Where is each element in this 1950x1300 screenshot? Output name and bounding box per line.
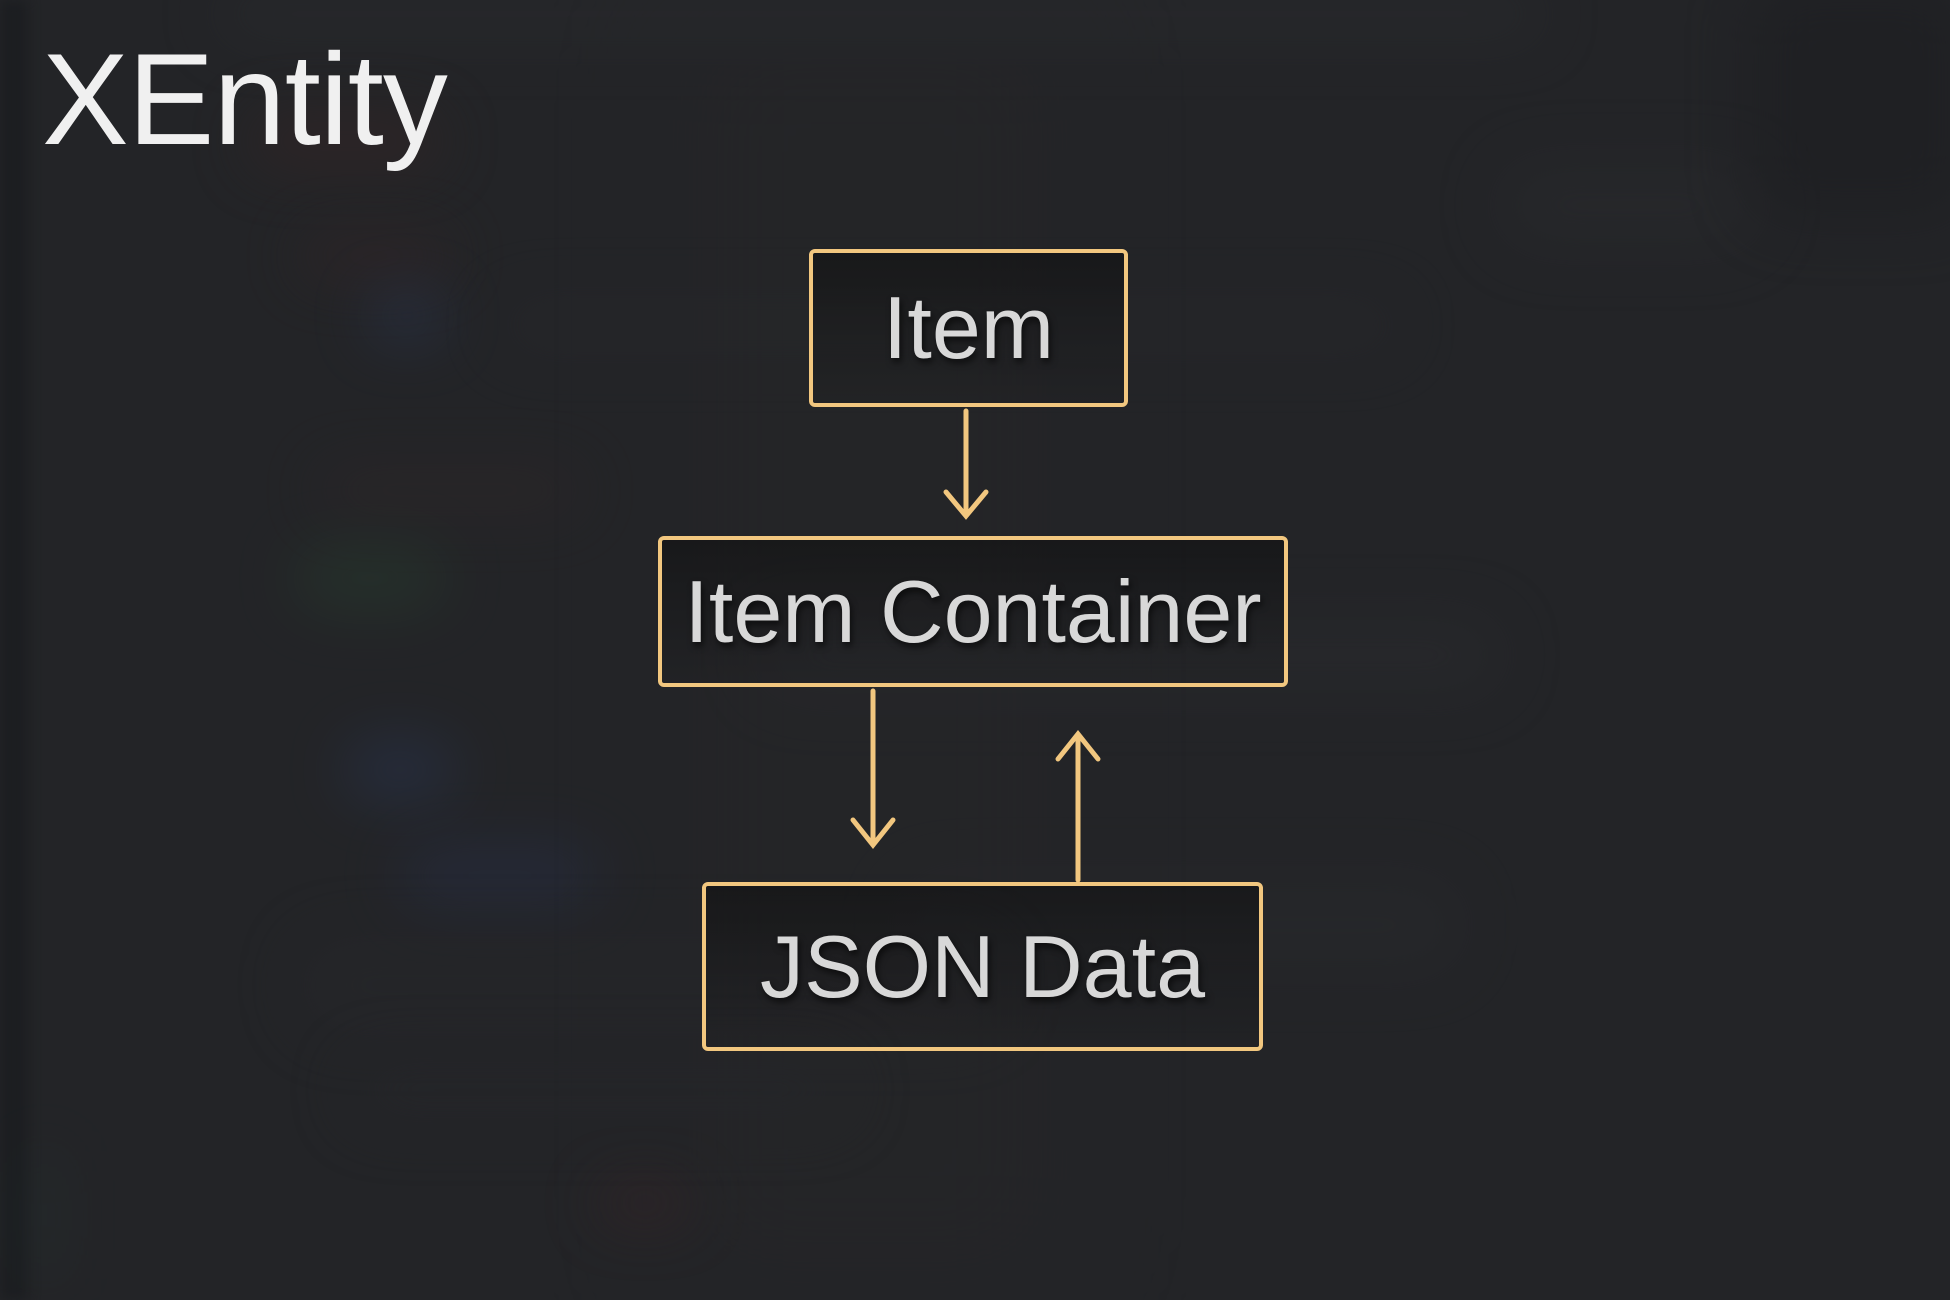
diagram-node-item-container: Item Container <box>658 536 1288 687</box>
diagram-node-item: Item <box>809 249 1128 407</box>
node-label: Item <box>882 278 1055 377</box>
backdrop-blob <box>320 470 580 510</box>
arrow-json-data-to-item-container <box>1055 729 1101 883</box>
node-label: JSON Data <box>759 916 1206 1016</box>
backdrop-blob <box>600 1190 690 1216</box>
backdrop-left-strip <box>0 0 28 1300</box>
arrow-item-container-to-json-data <box>850 688 896 850</box>
backdrop-blob <box>300 236 450 276</box>
node-label: Item Container <box>684 561 1262 661</box>
backdrop-blob <box>400 845 600 905</box>
page-title: XEntity <box>42 26 448 172</box>
backdrop-blob <box>345 742 455 797</box>
backdrop-blob <box>1500 165 1760 245</box>
backdrop-blob <box>295 548 445 608</box>
backdrop-blob <box>1750 0 1950 220</box>
diagram-node-json-data: JSON Data <box>702 882 1263 1051</box>
backdrop-blob <box>350 1060 850 1120</box>
backdrop-blob <box>36 1150 52 1280</box>
backdrop-blob <box>372 296 442 336</box>
arrow-item-to-item-container <box>943 408 989 520</box>
